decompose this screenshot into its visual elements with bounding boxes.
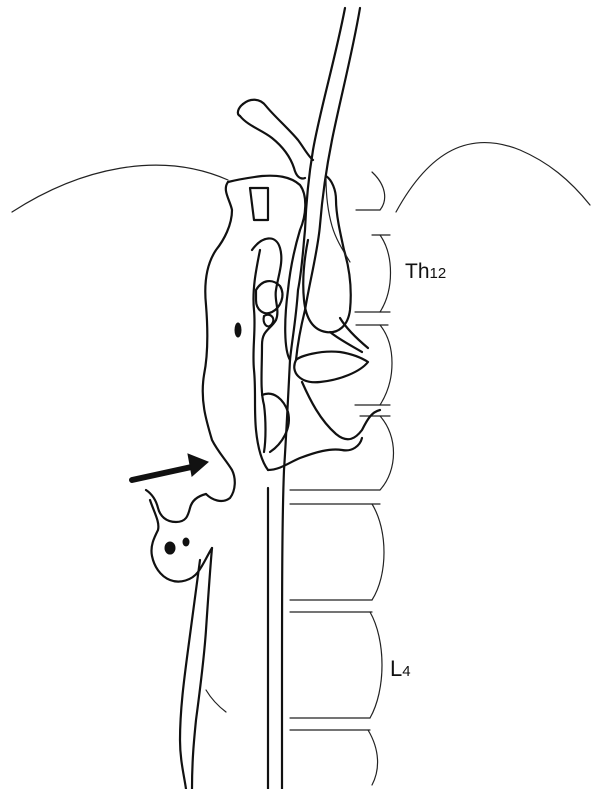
renal-vessel-upper (303, 176, 351, 332)
upper-branch (238, 100, 313, 179)
vertebra-label-l4-sub: 4 (402, 663, 410, 680)
vascular-mass (203, 176, 380, 501)
vertebral-column (290, 172, 394, 785)
lower-branch (146, 490, 226, 789)
vertebra-label-th12: Th12 (405, 260, 446, 283)
arrow-marker (132, 454, 208, 480)
vertebra-label-th12-sub: 12 (430, 265, 447, 282)
aorta (268, 8, 360, 789)
vertebra-label-l4: L4 (390, 656, 411, 681)
vertebra-label-th12-main: Th (405, 260, 430, 283)
vertebra-label-l4-main: L (390, 656, 402, 681)
